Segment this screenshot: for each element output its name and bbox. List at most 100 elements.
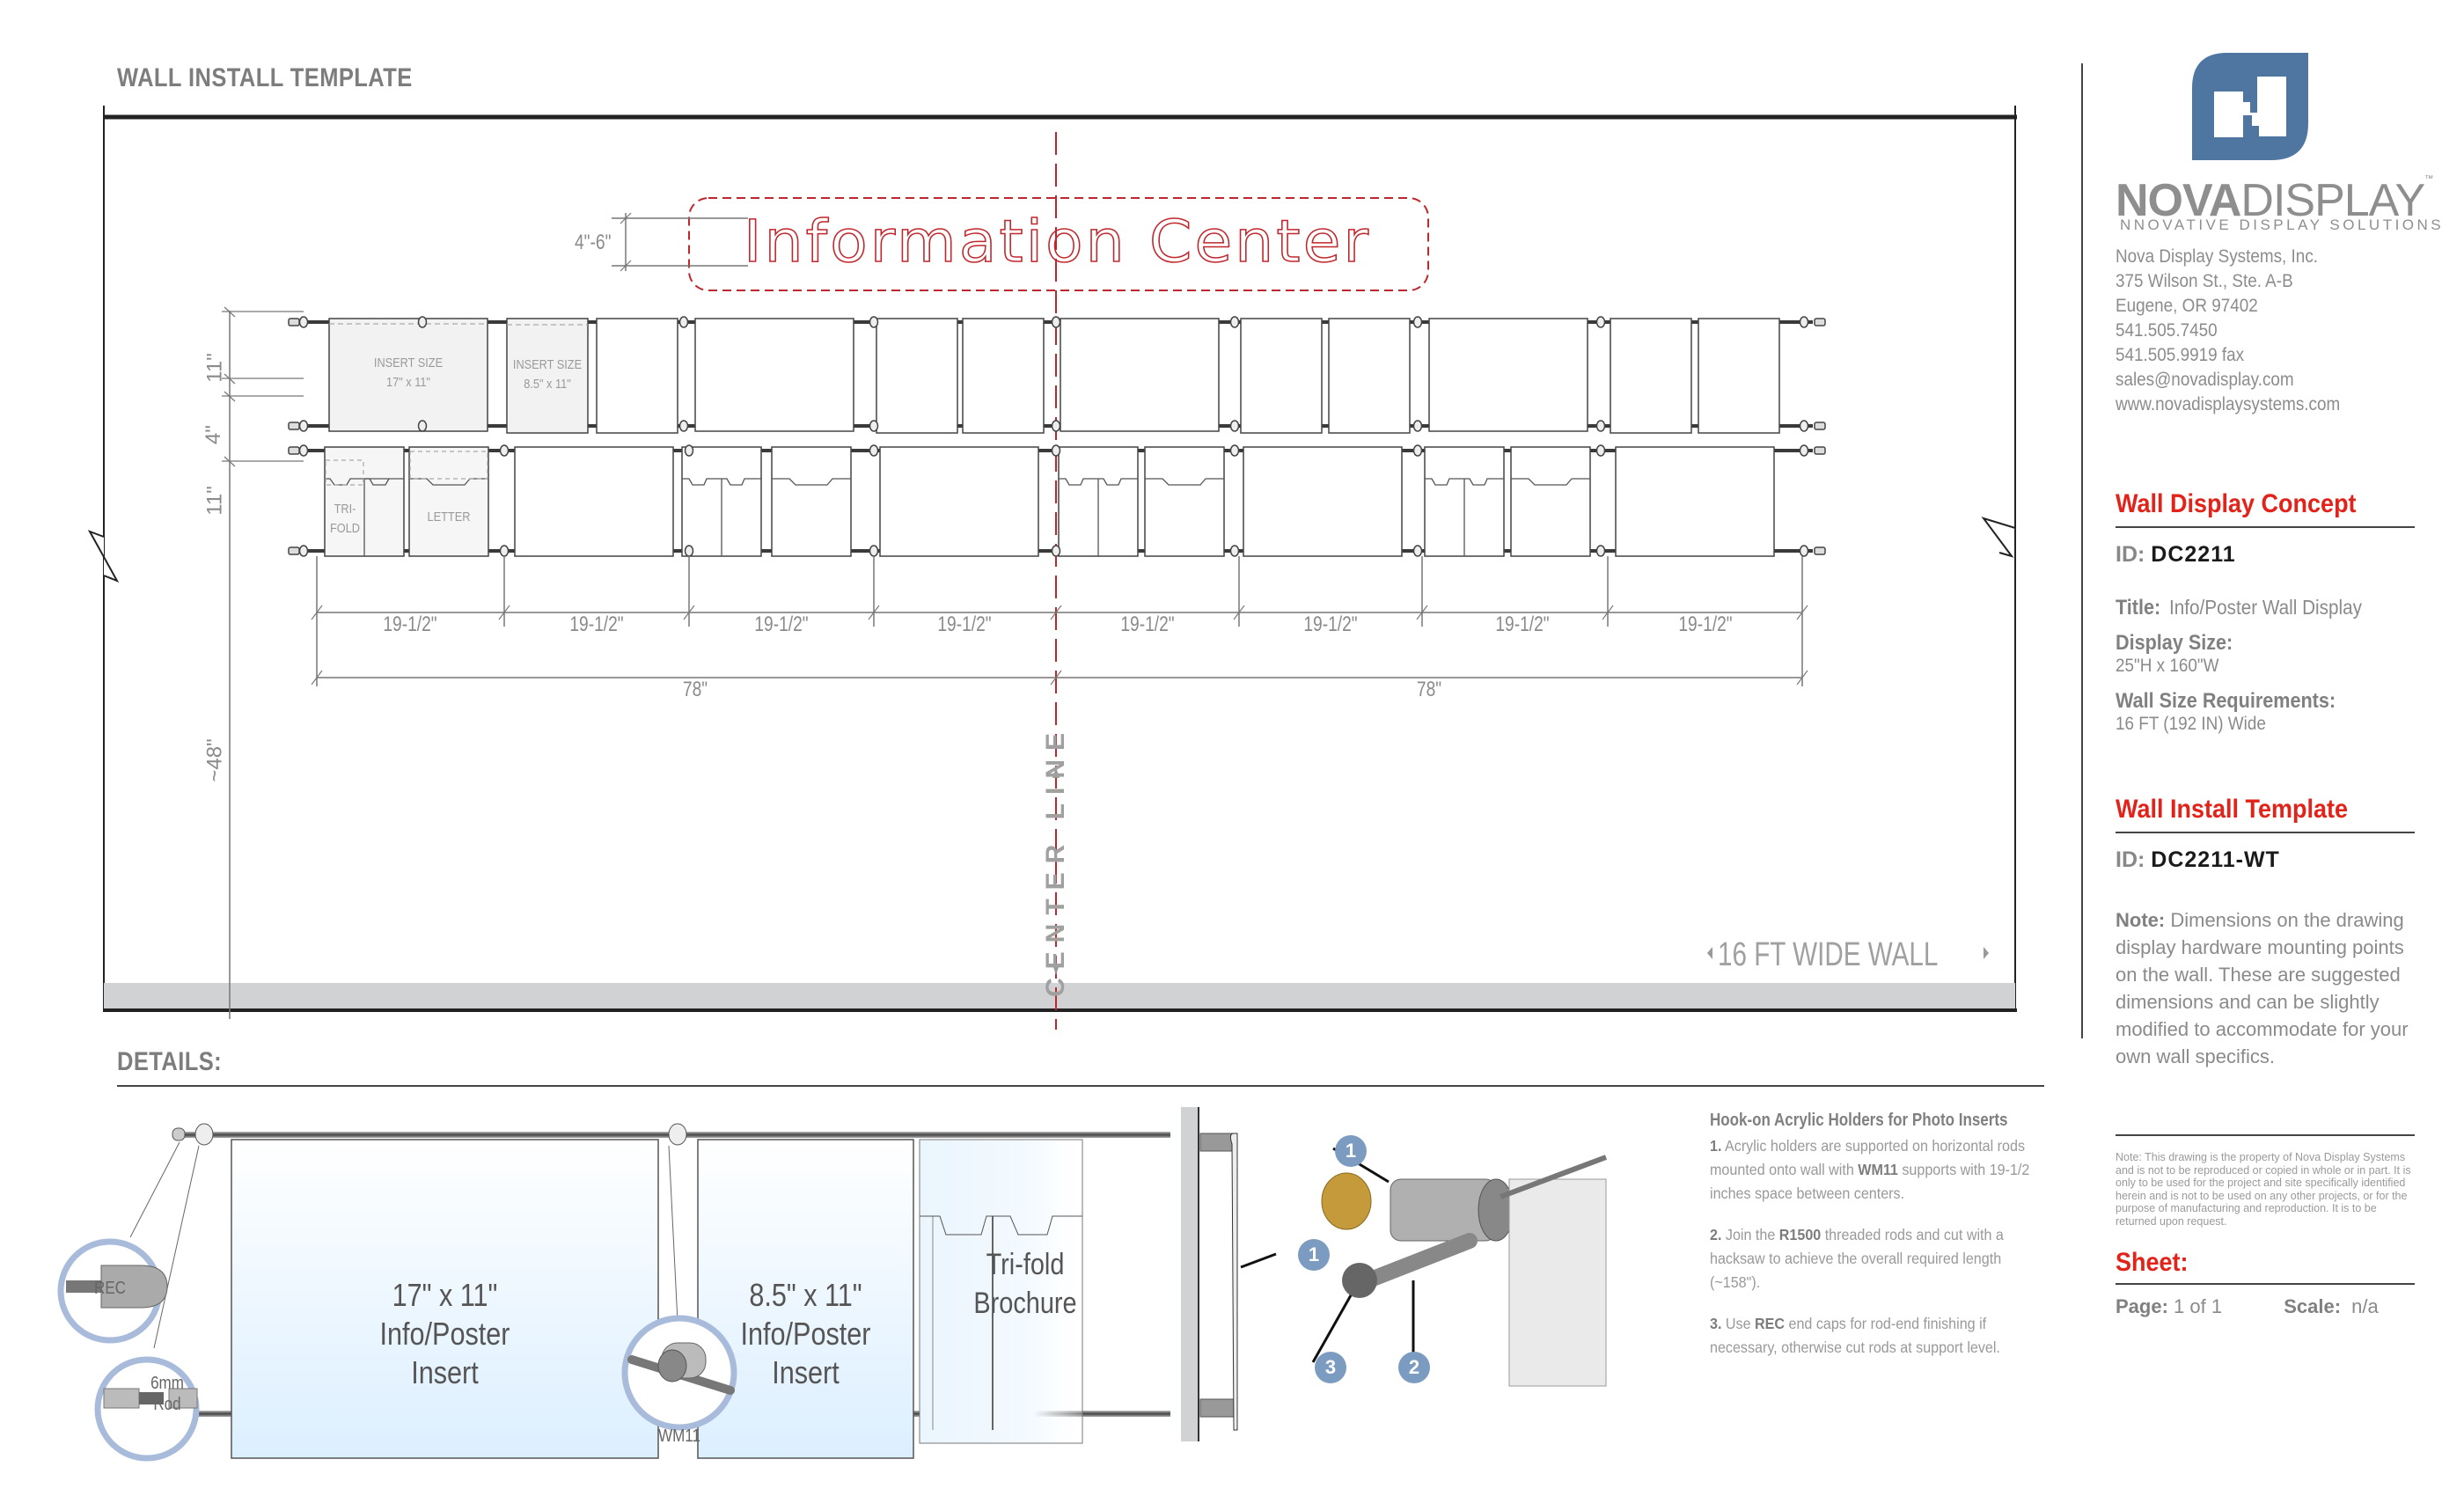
dim-row2-height: 11"	[202, 486, 227, 516]
spacing-dim: 19-1/2"	[1678, 612, 1733, 636]
email-link[interactable]: sales@novadisplay.com	[2116, 370, 2294, 390]
panel-label-line: INSERT SIZE	[373, 356, 444, 370]
spacing-dim: 19-1/2"	[569, 612, 624, 636]
spacing-dim: 19-1/2"	[937, 612, 992, 636]
details-illustration	[57, 1123, 1170, 1462]
panel-label-line: 17" x 11"	[386, 375, 430, 390]
detail-panel-line: 8.5" x 11"	[749, 1277, 862, 1313]
wall-size-label: Wall Size Requirements:	[2116, 689, 2336, 713]
page-label: Page:	[2116, 1295, 2168, 1317]
brand-tm: ™	[2424, 174, 2433, 184]
dim-row1-height: 11"	[202, 353, 227, 383]
nova-logo-icon	[2192, 53, 2308, 160]
dim-floor-height: ~48"	[202, 738, 227, 782]
legal-rule	[2116, 1134, 2415, 1136]
template-id: ID: DC2211-WT	[2116, 847, 2415, 873]
legal-section: Note: This drawing is the property of No…	[2116, 1134, 2415, 1228]
spacing-dim: 19-1/2"	[754, 612, 809, 636]
step-text: Join the	[1725, 1226, 1779, 1243]
fax: 541.505.9919 fax	[2116, 345, 2245, 365]
scale-value: n/a	[2351, 1295, 2379, 1317]
hook-on-step-3: 3. Use REC end caps for rod-end finishin…	[1710, 1312, 2050, 1360]
id-value: DC2211	[2151, 542, 2236, 567]
spacing-dim: 19-1/2"	[1303, 612, 1358, 636]
panel-label-line: 8.5" x 11"	[524, 377, 571, 392]
sheet-heading: Sheet:	[2116, 1248, 2189, 1277]
template-heading: Wall Install Template	[2116, 795, 2349, 824]
detail-panel-line: Info/Poster	[740, 1316, 871, 1352]
detail-panel-line: Info/Poster	[379, 1316, 510, 1352]
sheet-rule	[2116, 1283, 2415, 1285]
spacing-dim: 19-1/2"	[1120, 612, 1175, 636]
brand-wordmark: NOVADISPLAY™	[2116, 174, 2433, 227]
spacing-dim: 19-1/2"	[1495, 612, 1550, 636]
detail-panel-trifold: Tri-fold Brochure	[935, 1245, 1115, 1323]
concept-id: ID: DC2211	[2116, 542, 2415, 568]
hook-on-step-2: 2. Join the R1500 threaded rods and cut …	[1710, 1223, 2050, 1294]
wall-size-value: 16 FT (192 IN) Wide	[2116, 714, 2266, 734]
step-text: threaded rods and cut with a hacksaw to …	[1710, 1226, 2004, 1291]
callout-line: 6mm	[150, 1374, 184, 1393]
brand-tagline: NNOVATIVE DISPLAY SOLUTIONS	[2120, 216, 2445, 233]
badge-3-endcap: 3	[1315, 1352, 1346, 1383]
company-address: Nova Display Systems, Inc. 375 Wilson St…	[2116, 245, 2385, 417]
panel-label-line: FOLD	[329, 521, 360, 536]
step-num: 3.	[1710, 1315, 1722, 1332]
spacing-dim: 19-1/2"	[383, 612, 437, 636]
sign-text: Information Center	[743, 207, 1372, 276]
hook-on-step-1: 1. Acrylic holders are supported on hori…	[1710, 1134, 2050, 1206]
detail-panel-line: 17" x 11"	[392, 1277, 498, 1313]
template-note: Note: Dimensions on the drawing display …	[2116, 906, 2424, 1070]
badge-2-rod: 2	[1398, 1352, 1430, 1383]
sheet-info: Page: 1 of 1 Scale: n/a	[2116, 1295, 2415, 1318]
detail-panel-8x11: 8.5" x 11" Info/Poster Insert	[714, 1276, 897, 1392]
address-line: Eugene, OR 97402	[2116, 296, 2258, 316]
sheet-section: Sheet: Page: 1 of 1 Scale: n/a	[2116, 1248, 2415, 1318]
title-value: Info/Poster Wall Display	[2169, 596, 2363, 619]
detail-panel-line: Brochure	[973, 1287, 1077, 1320]
panel-label-line: LETTER	[427, 510, 471, 524]
sign-height-dim: 4"-6"	[575, 231, 612, 254]
scale-label: Scale:	[2284, 1295, 2342, 1317]
detail-panel-line: Insert	[411, 1354, 479, 1390]
details-title: DETAILS:	[117, 1047, 223, 1076]
half-width-dim: 78"	[682, 678, 708, 701]
install-template-title: WALL INSTALL TEMPLATE	[117, 63, 413, 92]
badge-1-holder: 1	[1298, 1239, 1330, 1271]
brand-nova: NOVA	[2116, 175, 2241, 226]
panel-label-line: TRI-	[334, 502, 356, 517]
note-text: Dimensions on the drawing display hardwa…	[2116, 909, 2409, 1067]
callout-6mm-rod: 6mm Rod	[145, 1373, 190, 1415]
address-line: Nova Display Systems, Inc.	[2116, 246, 2319, 267]
concept-rule	[2116, 526, 2415, 528]
note-label: Note:	[2116, 909, 2166, 931]
half-width-dim: 78"	[1416, 678, 1442, 701]
phone: 541.505.7450	[2116, 320, 2218, 341]
id-value: DC2211-WT	[2151, 847, 2280, 872]
display-size-value: 25"H x 160"W	[2116, 656, 2219, 676]
panel-label-17x11: INSERT SIZE 17" x 11"	[341, 354, 476, 392]
callout-wm11: WM11	[658, 1426, 700, 1446]
step-num: 2.	[1710, 1226, 1722, 1243]
step-part: WM11	[1858, 1161, 1898, 1178]
panel-label-line: INSERT SIZE	[512, 357, 583, 372]
hardware-illustration	[1181, 1107, 1608, 1441]
wall-width-label: 16 FT WIDE WALL	[1718, 936, 1939, 973]
dim-gap-height: 4"	[201, 425, 225, 444]
display-size-label: Display Size:	[2116, 631, 2233, 655]
step-part: REC	[1755, 1315, 1786, 1332]
template-section: Wall Install Template ID: DC2211-WT Note…	[2116, 795, 2415, 1070]
callout-line: Rod	[153, 1395, 181, 1414]
concept-section: Wall Display Concept ID: DC2211 Title: I…	[2116, 489, 2415, 735]
address-line: 375 Wilson St., Ste. A-B	[2116, 271, 2293, 291]
id-label: ID:	[2116, 847, 2145, 872]
step-text: Use	[1725, 1315, 1756, 1332]
hook-on-title: Hook-on Acrylic Holders for Photo Insert…	[1710, 1111, 2008, 1130]
website-link[interactable]: www.novadisplaysystems.com	[2116, 394, 2341, 414]
title-label: Title:	[2116, 596, 2161, 620]
concept-title: Title: Info/Poster Wall Display	[2116, 596, 2415, 620]
detail-panel-17x11: 17" x 11" Info/Poster Insert	[263, 1276, 626, 1392]
legal-text: Note: This drawing is the property of No…	[2116, 1151, 2411, 1228]
id-label: ID:	[2116, 542, 2145, 567]
detail-panel-line: Insert	[772, 1354, 840, 1390]
